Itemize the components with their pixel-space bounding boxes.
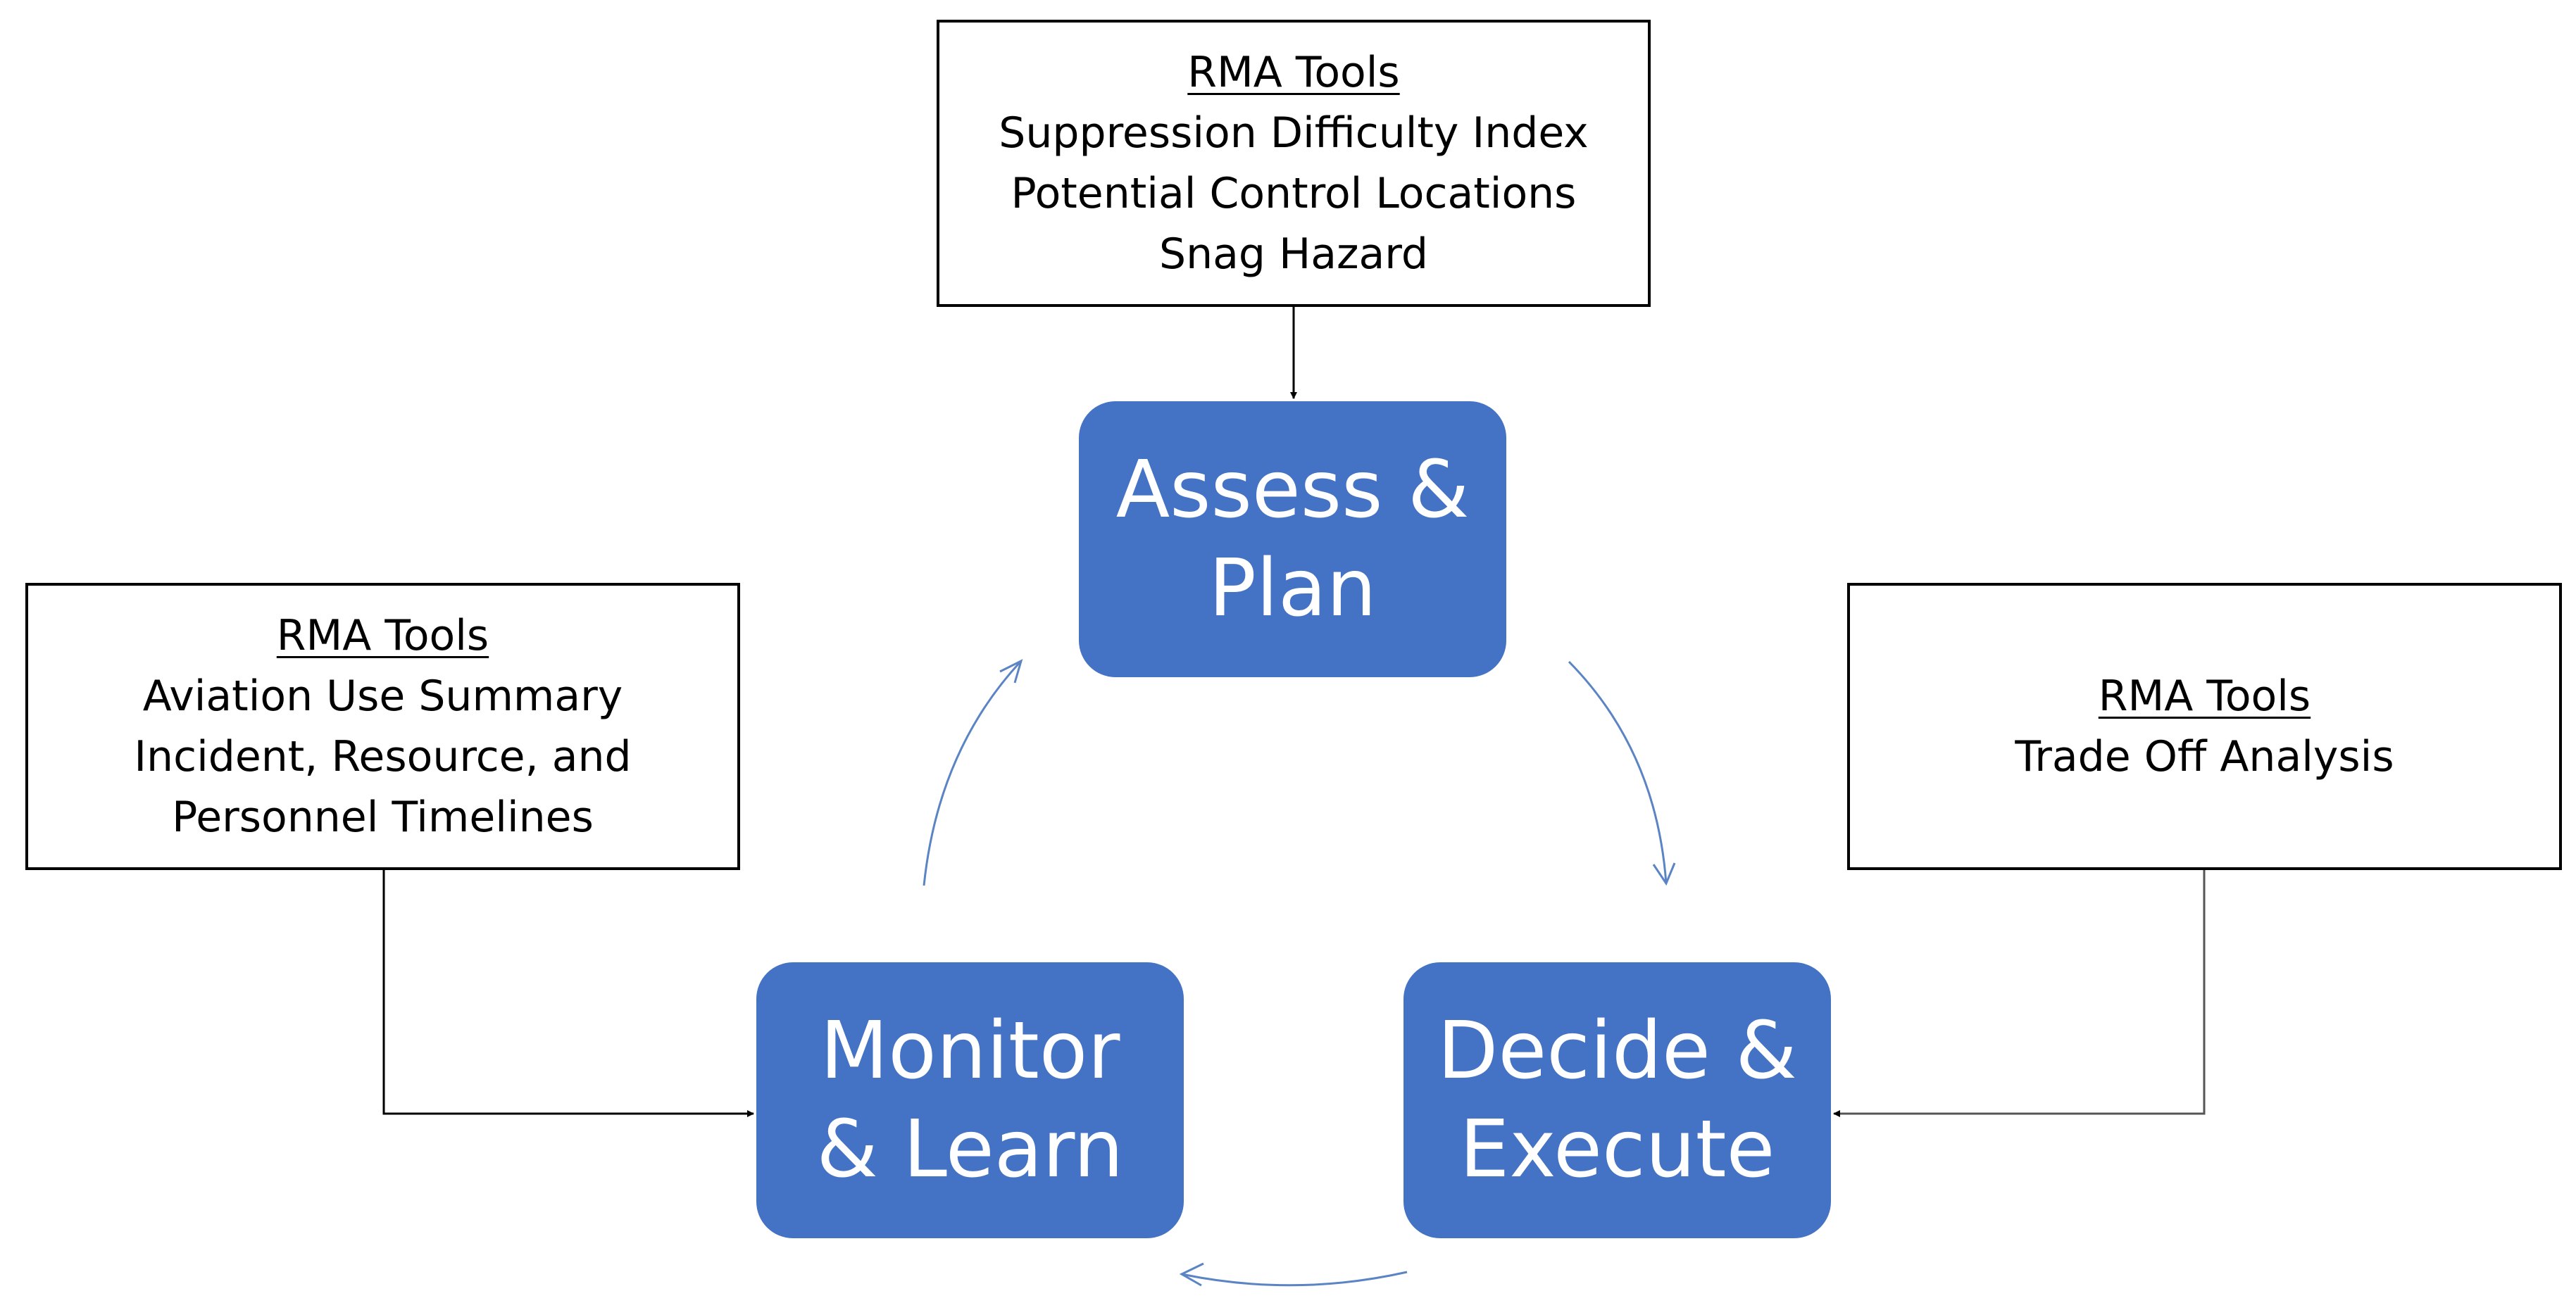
phase-label-line: Decide & (1437, 1005, 1797, 1097)
tool-item: Trade Off Analysis (2015, 732, 2394, 781)
tool-item: Personnel Timelines (172, 793, 594, 842)
connector-right-to-decide (1833, 870, 2206, 1117)
connector-left-to-monitor (382, 870, 754, 1117)
phase-label-line: Assess & (1115, 444, 1470, 536)
phase-label-line: Plan (1208, 543, 1377, 634)
rma-tools-box-top: RMA Tools Suppression Difficulty Index P… (937, 20, 1651, 307)
tool-item: Potential Control Locations (1011, 169, 1577, 218)
cycle-arrowhead-assess-to-decide (1652, 862, 1676, 886)
cycle-arrow-monitor-to-assess (923, 660, 1023, 886)
tools-heading: RMA Tools (276, 611, 489, 660)
tool-item: Snag Hazard (1159, 229, 1428, 279)
tool-item: Suppression Difficulty Index (999, 108, 1589, 158)
tool-item: Aviation Use Summary (142, 672, 623, 721)
rma-tools-box-right: RMA Tools Trade Off Analysis (1847, 583, 2562, 870)
tools-heading: RMA Tools (1187, 48, 1400, 97)
phase-label-line: Execute (1459, 1104, 1775, 1195)
phase-monitor-learn: Monitor & Learn (756, 962, 1184, 1238)
phase-decide-execute: Decide & Execute (1403, 962, 1831, 1238)
phase-assess-plan: Assess & Plan (1079, 401, 1506, 677)
tool-item: Incident, Resource, and (134, 732, 632, 781)
phase-label-line: & Learn (816, 1104, 1124, 1195)
cycle-arrow-decide-to-monitor (1181, 1271, 1408, 1287)
cycle-arrow-assess-to-decide (1568, 660, 1668, 884)
cycle-arrowhead-monitor-to-assess (999, 659, 1023, 684)
cycle-arrowhead-decide-to-monitor (1179, 1262, 1204, 1287)
phase-label-line: Monitor (820, 1005, 1120, 1097)
rma-tools-box-left: RMA Tools Aviation Use Summary Incident,… (25, 583, 740, 870)
tools-heading: RMA Tools (2098, 672, 2311, 721)
